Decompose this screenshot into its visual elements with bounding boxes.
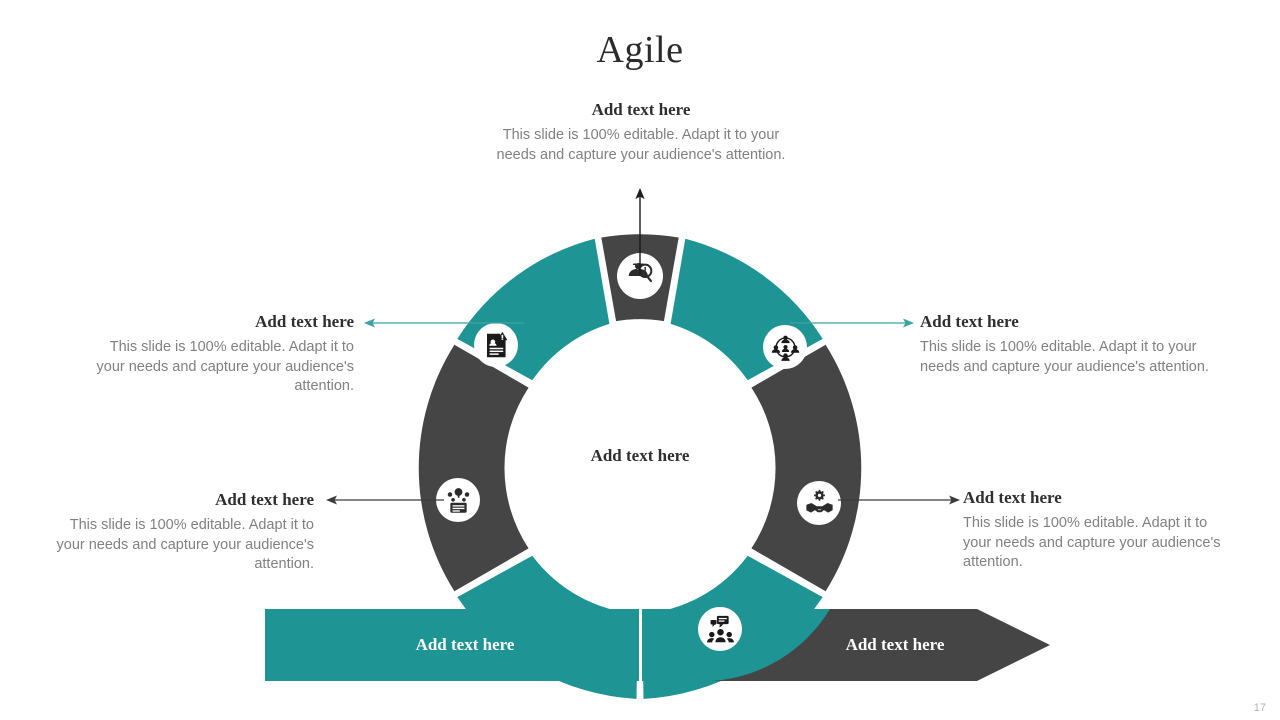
donut-segment-lower-left[interactable]: [418, 344, 529, 592]
connector-arrow-right-upper: [790, 318, 914, 328]
callout-top-heading: Add text here: [591, 100, 691, 119]
banner-left-label: Add text here: [415, 635, 515, 654]
page-number: 17: [1253, 702, 1266, 714]
handshake-gear-icon[interactable]: [797, 481, 841, 525]
callout-right-upper-heading: Add text here: [920, 312, 1019, 331]
connector-arrow-top: [635, 188, 645, 276]
banner-left-half[interactable]: [265, 609, 639, 681]
banner-divider: [639, 609, 642, 681]
callout-left-upper-heading: Add text here: [255, 312, 354, 331]
callout-top: Add text here This slide is 100% editabl…: [492, 100, 790, 165]
callout-left-lower: Add text here This slide is 100% editabl…: [44, 490, 315, 574]
connector-arrow-left-lower: [326, 495, 444, 505]
callout-left-lower-body: This slide is 100% editable. Adapt it to…: [56, 517, 315, 572]
callout-left-lower-heading: Add text here: [215, 490, 314, 509]
callout-right-lower: Add text here This slide is 100% editabl…: [963, 488, 1238, 572]
callout-top-body: This slide is 100% editable. Adapt it to…: [496, 127, 786, 163]
callout-right-lower-body: This slide is 100% editable. Adapt it to…: [963, 515, 1221, 570]
connector-arrow-right-lower: [838, 495, 960, 505]
group-discussion-icon-overlay[interactable]: [698, 607, 742, 651]
callout-left-upper: Add text here This slide is 100% editabl…: [84, 312, 355, 396]
callout-right-upper: Add text here This slide is 100% editabl…: [920, 312, 1238, 377]
page-title: Agile: [596, 29, 684, 71]
callout-right-upper-body: This slide is 100% editable. Adapt it to…: [920, 339, 1209, 375]
donut-center-label: Add text here: [590, 446, 690, 465]
callout-left-upper-body: This slide is 100% editable. Adapt it to…: [96, 339, 355, 394]
callout-right-lower-heading: Add text here: [963, 488, 1062, 507]
donut-segment-lower-right[interactable]: [751, 344, 862, 592]
document-profile-icon[interactable]: [474, 323, 518, 367]
connector-arrow-left-upper: [364, 318, 524, 328]
banner-right-label: Add text here: [845, 635, 945, 654]
team-network-icon[interactable]: [763, 325, 807, 369]
